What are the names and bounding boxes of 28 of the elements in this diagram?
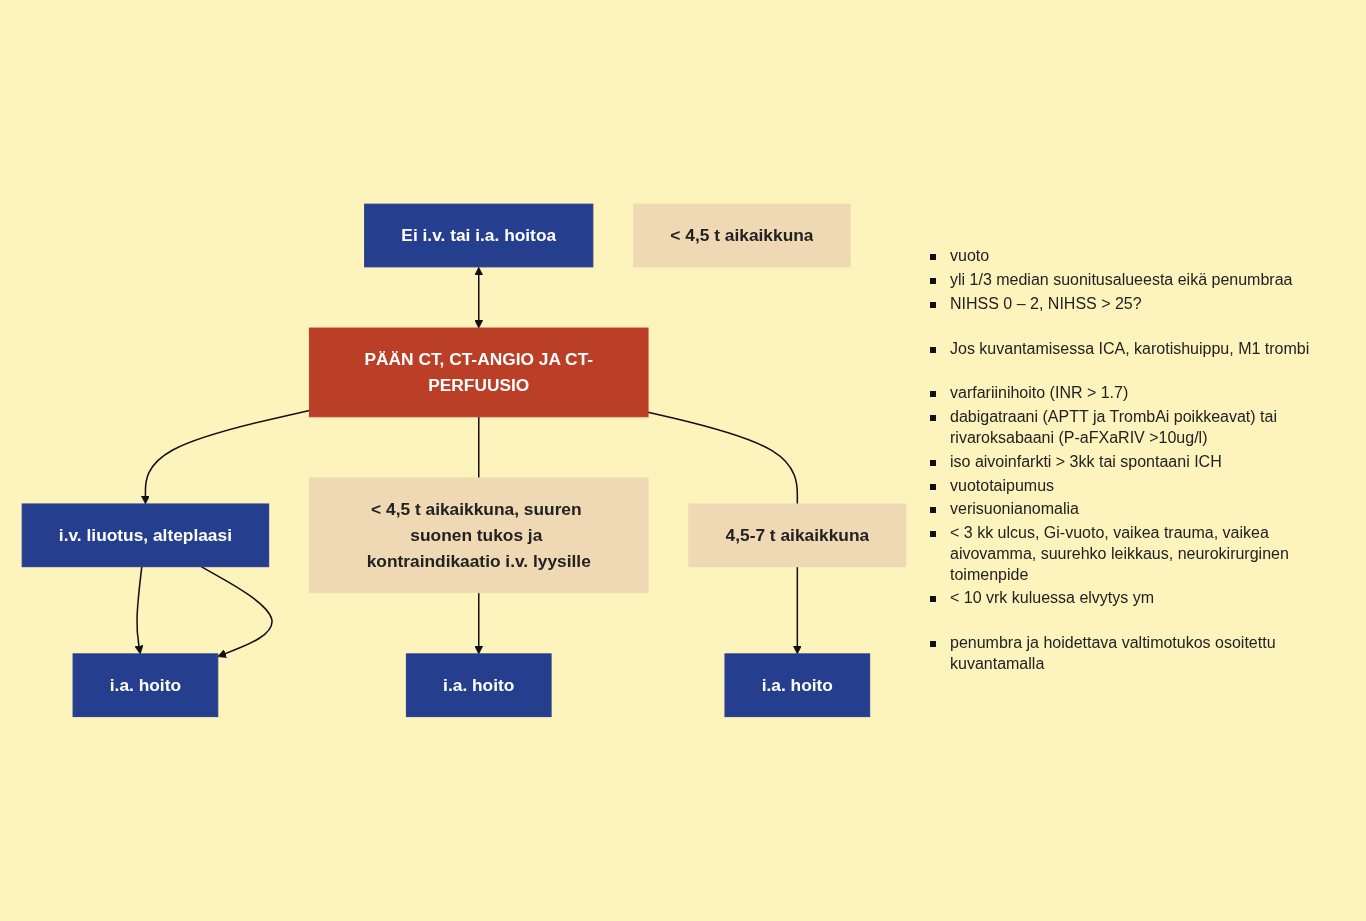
bullet-text: penumbra ja hoidettava valtimotukos osoitettu kuvantamalla xyxy=(950,633,1277,675)
bullet-text: iso aivoinfarkti > 3kk tai spontaani ICH xyxy=(950,451,1222,472)
node-box: 4,5-7 t aikaikkuna xyxy=(688,503,907,568)
node-box: i.a. hoito xyxy=(724,653,871,718)
bullet-text: NIHSS 0 – 2, NIHSS > 25? xyxy=(950,293,1142,314)
arrow xyxy=(200,566,273,658)
bullet-text: verisuonianomalia xyxy=(950,499,1079,520)
arrow xyxy=(474,592,484,655)
bullet-text: < 3 kk ulcus, Gi-vuoto, vaikea trauma, vaikea aivovamma, suurehko leikkaus, neurokirurginen toimenpide xyxy=(950,523,1290,585)
bullet-text: varfariinihoito (INR > 1.7) xyxy=(950,383,1129,404)
arrow xyxy=(792,566,802,655)
arrow xyxy=(134,566,144,655)
node-box: Ei i.v. tai i.a. hoitoa xyxy=(364,203,594,268)
connector xyxy=(647,411,799,505)
bullet-text: Jos kuvantamisessa ICA, karotishuippu, M1 trombi xyxy=(950,338,1310,359)
bullet-text: yli 1/3 median suonitusalueesta eikä penumbraa xyxy=(950,269,1293,290)
bullet-text: < 10 vrk kuluessa elvytys ym xyxy=(950,588,1155,609)
node-box: < 4,5 t aikaikkuna, suuren suonen tukos ja kontraindikaatio i.v. lyysille xyxy=(308,477,649,594)
node-box: i.a. hoito xyxy=(72,653,219,718)
bullet-text: vuoto xyxy=(950,246,990,267)
connector xyxy=(478,416,480,479)
node-box: i.v. liuotus, alteplaasi xyxy=(21,503,270,568)
arrow xyxy=(474,267,484,329)
node-box: i.a. hoito xyxy=(405,653,552,718)
node-box: < 4,5 t aikaikkuna xyxy=(633,203,851,268)
bullet-text: dabigatraani (APTT ja TrombAi poikkeavat) tai rivaroksabaani (P-aFXaRIV >10ug/l) xyxy=(950,407,1278,448)
bullet-text: vuototaipumus xyxy=(950,475,1055,496)
node-box: PÄÄN CT, CT-ANGIO JA CT-PERFUUSIO xyxy=(308,327,649,418)
